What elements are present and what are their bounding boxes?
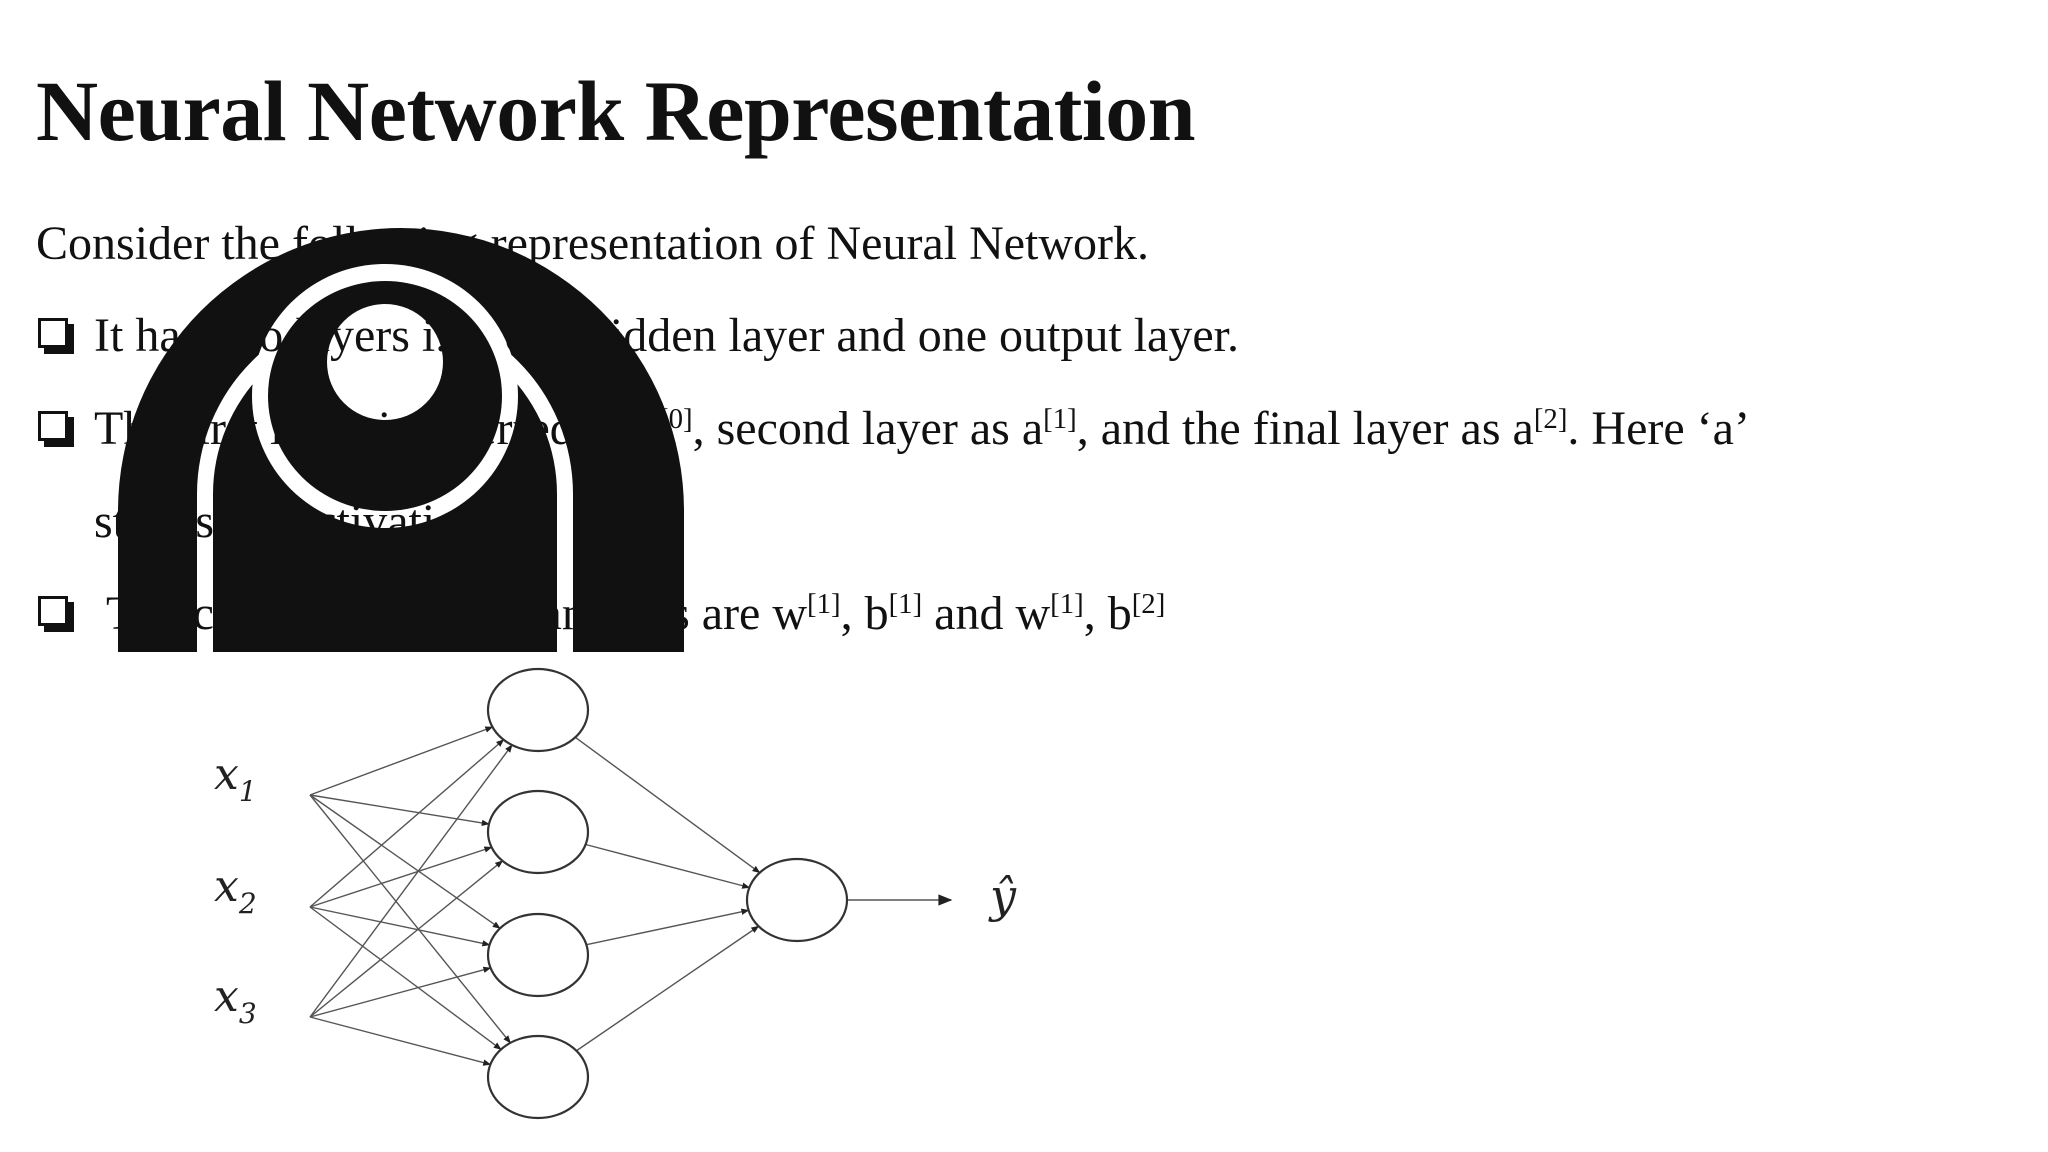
- hidden-node-3: [486, 912, 590, 998]
- input-to-hidden-edge-1-3: [309, 794, 501, 929]
- hidden-node-1: [486, 667, 590, 753]
- superscript: [0]: [659, 403, 693, 436]
- text-run: , b: [1083, 587, 1132, 640]
- hidden-to-output-edge-3: [586, 908, 750, 946]
- text-run: , and the final layer as a: [1076, 402, 1534, 455]
- output-label-y-hat: ŷ: [988, 869, 1017, 923]
- hidden-to-output-edge-1: [574, 736, 761, 874]
- neural-network-diagram: x1 x2 x3 ŷ: [214, 667, 1017, 1120]
- input-to-hidden-edge-2-4: [309, 906, 502, 1050]
- bullet-text: It has two layers i.e., one hidden layer…: [94, 309, 1239, 362]
- input-to-hidden-edge-2-2: [309, 846, 493, 908]
- text-run: The corresponding parameters are w: [106, 587, 808, 640]
- input-to-hidden-edge-1-4: [309, 794, 511, 1044]
- input-label-subscript: 2: [238, 887, 257, 920]
- superscript: [1]: [888, 588, 923, 621]
- hidden-to-output-edge-2: [585, 843, 751, 889]
- input-label-x2: x2: [214, 861, 257, 920]
- checkbox-bullet-icon: [38, 596, 68, 626]
- input-to-hidden-edge-3-2: [309, 860, 504, 1018]
- input-to-hidden-edge-3-4: [309, 1016, 492, 1066]
- bullet-continuation-text: stands for activations.: [94, 495, 514, 548]
- input-label-x3: x3: [214, 971, 257, 1030]
- checkbox-bullet-icon: [38, 411, 68, 441]
- superscript: [1]: [1050, 588, 1084, 621]
- superscript: [2]: [1533, 403, 1568, 436]
- text-run: The first layer is referred as a: [94, 402, 660, 455]
- superscript: [1]: [807, 588, 841, 621]
- hidden-node-2: [486, 789, 590, 875]
- input-label-subscript: 1: [239, 775, 257, 808]
- input-to-hidden-edge-1-1: [309, 726, 494, 796]
- bullet-text: The corresponding parameters are w[1], b…: [106, 590, 1165, 638]
- input-to-hidden-edge-3-3: [309, 966, 492, 1018]
- input-label-x1: x1: [214, 749, 257, 808]
- output-node: [745, 857, 849, 943]
- intro-text: Consider the following representation of…: [36, 217, 1150, 270]
- input-label-subscript: 3: [239, 997, 257, 1030]
- input-to-hidden-edge-3-1: [309, 744, 513, 1018]
- checkbox-bullet-icon: [38, 318, 68, 348]
- slide-title: Neural Network Representation: [36, 63, 1196, 159]
- input-to-hidden-edge-2-3: [309, 906, 491, 947]
- watermark-center: [327, 304, 443, 420]
- superscript: [1]: [1043, 403, 1077, 436]
- bullet-text: The first layer is referred as a[0], sec…: [94, 405, 1750, 453]
- text-run: , second layer as a: [692, 402, 1044, 455]
- text-run: , b: [840, 587, 889, 640]
- input-to-hidden-edge-2-1: [309, 739, 505, 908]
- concentric-arches-watermark-icon: [118, 228, 684, 652]
- hidden-to-output-edge-4: [576, 925, 760, 1052]
- text-run: . Here ‘a’: [1567, 402, 1750, 455]
- hidden-node-4: [486, 1034, 590, 1120]
- text-run: and w: [922, 587, 1051, 640]
- superscript: [2]: [1131, 588, 1166, 621]
- input-to-hidden-edge-1-2: [309, 794, 490, 827]
